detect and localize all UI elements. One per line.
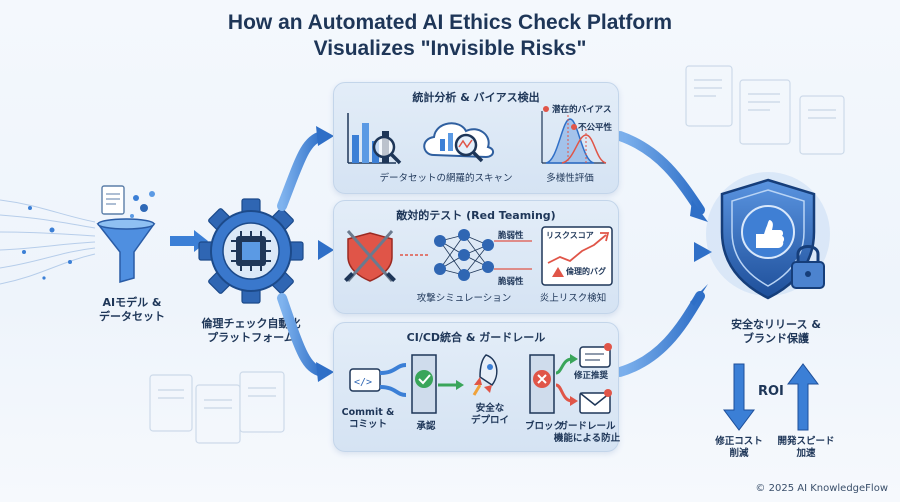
diversity-label: 多様性評価: [546, 173, 594, 184]
copyright: © 2025 AI KnowledgeFlow: [755, 483, 888, 494]
approve-gate-icon: [411, 354, 464, 414]
guardrail-label-line-2: 機能による防止: [553, 433, 621, 444]
engine-label-line-2: プラットフォーム: [207, 331, 295, 344]
title-line-1: How an Automated AI Ethics Check Platfor…: [227, 11, 673, 34]
risk-score-screen: [541, 226, 613, 286]
input-label: AIモデル & データセット: [80, 296, 184, 324]
flame-risk-label: 炎上リスク検知: [539, 293, 607, 304]
arrow-from-panel3: [615, 291, 705, 377]
magnifier-icon: [372, 135, 402, 165]
arrow-from-panel1: [615, 131, 705, 215]
panel3-graphics: </>: [349, 343, 612, 414]
cost-label-line-1: 修正コスト: [715, 436, 763, 447]
ethics-bug-label: 倫理的バグ: [566, 267, 606, 276]
speed-label-line-2: 加速: [796, 448, 816, 459]
chat-bubble-icon: [579, 343, 612, 368]
panel2-title: 敵対的テスト (Red Teaming): [396, 209, 556, 222]
arrow-down-icon: [723, 363, 755, 431]
deploy-label: 安全な デプロイ: [458, 403, 522, 427]
guardrail-label-line-1: ガードレール: [558, 421, 616, 432]
data-streaks-decor: [0, 199, 96, 285]
deploy-label-line-2: デプロイ: [470, 415, 509, 426]
panel-cicd-guardrail: CI/CD統合 & ガードレール </>: [333, 322, 620, 452]
shield-lock-icon: [706, 172, 830, 300]
panel-bias-detection: 統計分析 & バイアス検出: [333, 82, 619, 194]
panel2-graphics: [344, 226, 613, 286]
scan-label: データセットの網羅的スキャン: [379, 173, 513, 184]
speed-label-line-1: 開発スピード: [777, 436, 835, 447]
commit-label-line-1: Commit &: [341, 407, 395, 418]
distribution-chart-icon: [541, 106, 607, 164]
input-label-line-2: データセット: [99, 310, 165, 323]
arrow-to-panel3: [277, 293, 327, 377]
roi-arrows: [723, 363, 819, 431]
gear-icon: [198, 198, 304, 304]
cost-label-line-2: 削減: [729, 448, 749, 459]
latent-bias-label: 潜在的バイアス: [552, 105, 612, 115]
commit-label-line-2: コミット: [348, 419, 387, 430]
commit-label: Commit & コミット: [338, 407, 398, 431]
guardrail-label: ガードレール 機能による防止: [548, 421, 626, 445]
title-line-2: Visualizes "Invisible Risks": [313, 37, 587, 60]
svg-text:</>: </>: [354, 377, 372, 388]
deploy-label-line-1: 安全な: [475, 403, 505, 414]
block-gate-icon: [529, 354, 578, 414]
code-commit-icon: </>: [349, 363, 407, 397]
cloud-scan-icon: [423, 122, 494, 163]
shield-swords-icon: [344, 230, 396, 282]
engine-label: 倫理チェック自動化 プラットフォーム: [186, 317, 316, 345]
mail-icon: [579, 389, 612, 414]
fix-label: 修正推奨: [574, 371, 609, 381]
funnel-icon: [96, 185, 156, 283]
vuln-bottom-label: 脆弱性: [498, 277, 524, 287]
risk-score-label: リスクスコア: [546, 231, 594, 240]
page-title: How an Automated AI Ethics Check Platfor…: [0, 10, 900, 62]
panel1-graphics: [347, 106, 607, 165]
block-label: ブロック: [524, 421, 563, 432]
unfairness-label: 不公平性: [578, 123, 613, 133]
arrow-up-icon: [787, 363, 819, 431]
attack-sim-label: 攻撃シミュレーション: [416, 293, 512, 304]
panel-red-teaming: 敵対的テスト (Red Teaming): [333, 200, 619, 314]
output-label-line-2: ブランド保護: [743, 332, 809, 345]
panel3-title: CI/CD統合 & ガードレール: [406, 331, 546, 344]
output-label-line-1: 安全なリリース &: [731, 318, 821, 331]
panel1-title: 統計分析 & バイアス検出: [412, 91, 540, 104]
engine-label-line-1: 倫理チェック自動化: [201, 317, 301, 330]
vuln-top-label: 脆弱性: [498, 231, 524, 241]
speed-label: 開発スピード 加速: [766, 436, 846, 460]
arrow-to-panel1: [277, 131, 327, 211]
output-label: 安全なリリース & ブランド保護: [706, 318, 846, 346]
rocket-icon: [472, 354, 498, 396]
input-label-line-1: AIモデル &: [102, 296, 162, 309]
approve-label: 承認: [416, 421, 436, 432]
cost-reduction-label: 修正コスト 削減: [704, 436, 774, 460]
roi-label: ROI: [758, 384, 784, 399]
